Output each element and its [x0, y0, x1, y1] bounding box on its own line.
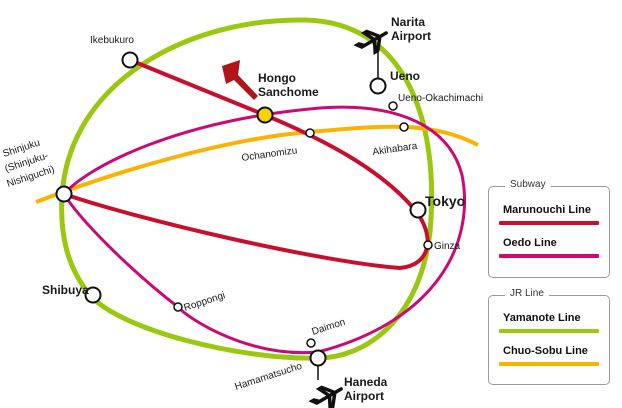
label-hongo-line1: Hongo [258, 71, 296, 85]
station-shinjuku-marker [55, 185, 73, 203]
legend-label-yamanote: Yamanote Line [503, 312, 581, 324]
marunouchi-line [63, 58, 430, 271]
airplane-icon [353, 29, 388, 55]
legend-swatch-marunouchi [499, 221, 599, 225]
legend-item-marunouchi: Marunouchi Line [499, 204, 599, 228]
station-ikebukuro-marker [121, 51, 139, 69]
label-narita-line1: Narita [391, 15, 425, 29]
station-ginza-marker [423, 240, 433, 250]
label-narita-line2: Airport [391, 29, 431, 43]
label-akihabara: Akihabara [372, 141, 419, 158]
legend-jr: JR Line Yamanote Line Chuo-Sobu Line [488, 288, 610, 385]
station-ueno-okachimachi-marker [388, 101, 398, 111]
legend-label-oedo: Oedo Line [503, 237, 557, 249]
destination-arrow [222, 60, 258, 100]
label-daimon: Daimon [311, 317, 347, 338]
label-ueno-okachimachi: Ueno-Okachimachi [398, 93, 483, 104]
station-roppongi-marker [173, 302, 183, 312]
legend-subway: Subway Marunouchi Line Oedo Line [488, 179, 610, 278]
station-ueno-marker [369, 77, 387, 95]
label-haneda-line1: Haneda [344, 375, 388, 389]
legend-jr-title: JR Line [505, 288, 549, 299]
label-ginza: Ginza [434, 241, 461, 252]
label-tokyo: Tokyo [425, 193, 465, 209]
airplane-icon [308, 385, 343, 408]
legend-item-yamanote: Yamanote Line [499, 312, 599, 336]
label-ochanomizu: Ochanomizu [241, 145, 298, 164]
legend-swatch-chuo-sobu [499, 362, 599, 366]
legend-swatch-yamanote [499, 329, 599, 333]
label-hamamatsucho: Hamamatsucho [234, 361, 304, 393]
legend-label-marunouchi: Marunouchi Line [503, 204, 591, 216]
label-ueno: Ueno [390, 69, 420, 83]
station-hamamatsucho-marker [309, 349, 327, 367]
label-shibuya: Shibuya [42, 283, 89, 297]
label-roppongi: Roppongi [183, 290, 227, 314]
label-haneda-line2: Airport [344, 389, 384, 403]
legend-swatch-oedo [499, 254, 599, 258]
legend-item-oedo: Oedo Line [499, 237, 599, 261]
legend-label-chuo-sobu: Chuo-Sobu Line [503, 345, 588, 357]
label-ikebukuro: Ikebukuro [90, 35, 134, 46]
station-tokyo-marker [409, 201, 427, 219]
yamanote-line [59, 17, 435, 361]
station-ochanomizu-marker [305, 128, 315, 138]
station-akihabara-marker [399, 122, 409, 132]
station-shibuya-marker [84, 286, 102, 304]
legend-subway-title: Subway [505, 179, 551, 190]
label-hongo-line2: Sanchome [258, 85, 319, 99]
station-hongo-sanchome-marker [256, 106, 274, 124]
legend-item-chuo-sobu: Chuo-Sobu Line [499, 345, 599, 369]
station-daimon-marker [306, 338, 316, 348]
